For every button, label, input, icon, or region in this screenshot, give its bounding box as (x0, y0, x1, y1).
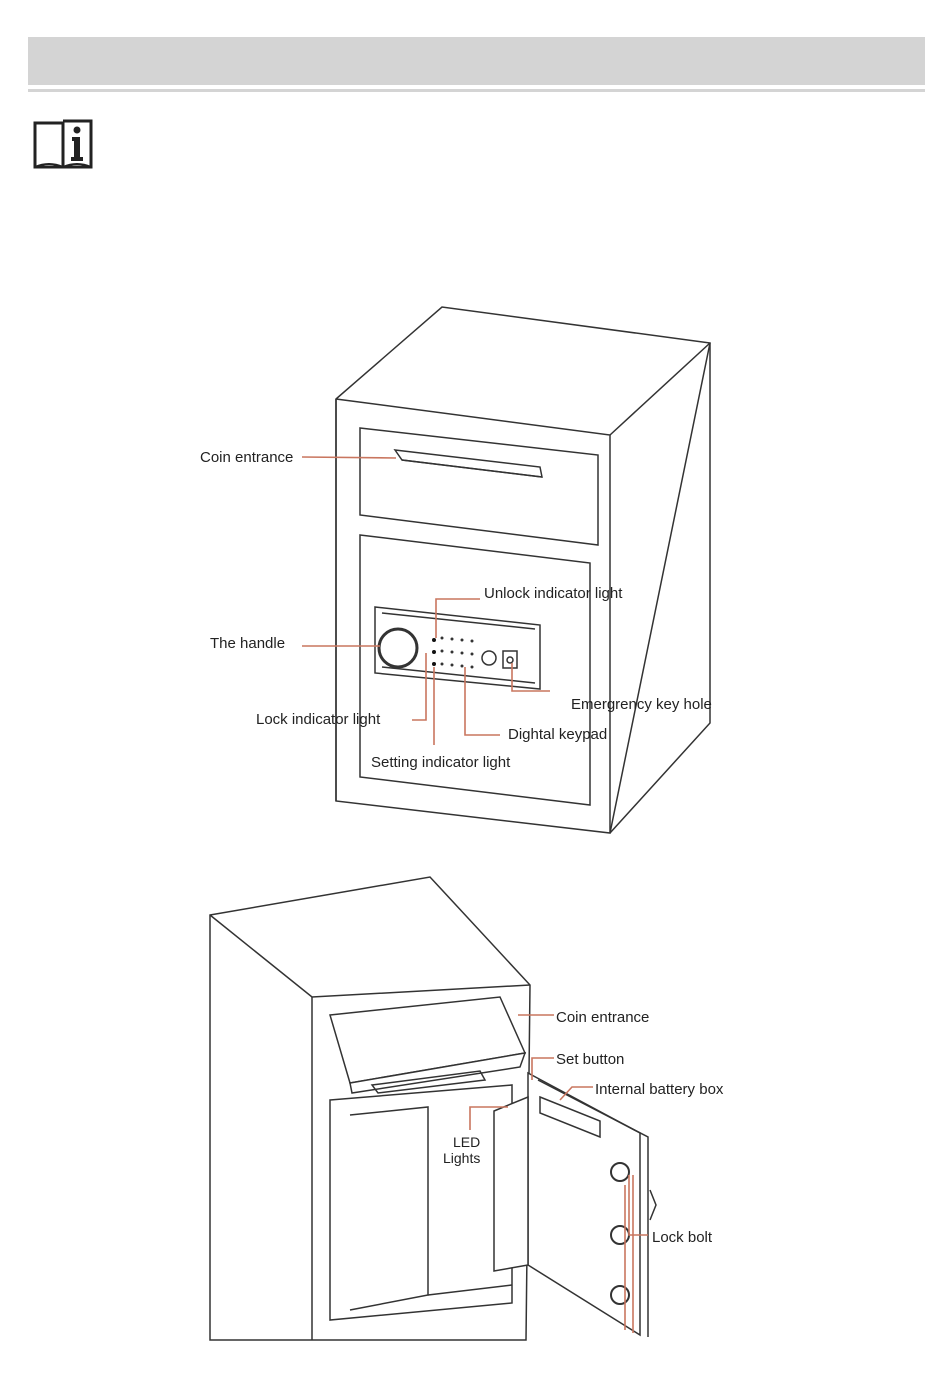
label-the-handle: The handle (210, 635, 285, 652)
label-lock-indicator-light: Lock indicator light (256, 711, 381, 728)
label-coin-entrance-2: Coin entrance (556, 1009, 649, 1026)
label-coin-entrance: Coin entrance (200, 449, 293, 466)
safe-body-open (210, 877, 656, 1340)
label-led-lights-line1: LED (453, 1134, 480, 1150)
label-unlock-indicator-light: Unlock indicator light (484, 585, 623, 602)
label-digital-keypad: Dightal keypad (508, 726, 607, 743)
header-divider (28, 89, 925, 92)
manual-info-icon (31, 117, 95, 171)
safe-open-diagram: Coin entrance Set button Internal batter… (200, 875, 760, 1345)
label-emergency-key-hole: Emergrency key hole (571, 696, 712, 713)
label-led-lights-line2: Lights (443, 1150, 480, 1166)
label-lock-bolt: Lock bolt (652, 1229, 713, 1246)
safe-front-diagram: Coin entrance The handle Unlock indicato… (190, 295, 755, 835)
label-setting-indicator-light: Setting indicator light (371, 754, 511, 771)
label-internal-battery-box: Internal battery box (595, 1081, 724, 1098)
label-set-button: Set button (556, 1051, 624, 1068)
section-header-bar (28, 37, 925, 85)
